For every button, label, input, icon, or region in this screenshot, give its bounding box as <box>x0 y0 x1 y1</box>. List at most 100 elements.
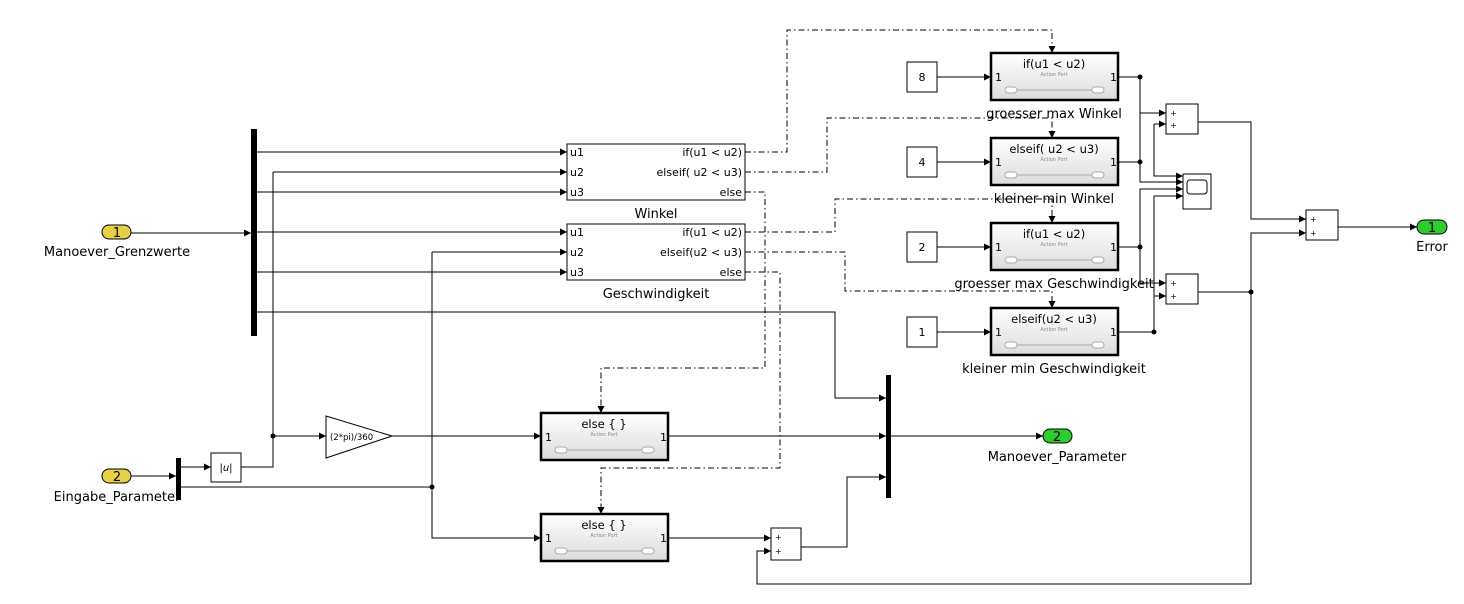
gain-value: (2*pi)/360 <box>330 433 373 443</box>
out-port-number: 1 <box>1110 326 1117 339</box>
connector-icon <box>1091 341 1105 349</box>
constant-1[interactable]: 1 <box>906 316 938 348</box>
connector-icon <box>1004 86 1018 94</box>
sign: + <box>1170 121 1177 130</box>
subsystem-title: if(u1 < u2) <box>1023 227 1085 241</box>
in-port-number: 1 <box>995 326 1002 339</box>
scope-block[interactable] <box>1182 173 1212 210</box>
input-label: u3 <box>570 266 584 279</box>
subsystem-name: kleiner min Winkel <box>994 192 1114 207</box>
sign: + <box>1310 215 1317 224</box>
subsystem-name: groesser max Geschwindigkeit <box>954 277 1153 292</box>
in-port-number: 1 <box>995 156 1002 169</box>
action-subsystem-groesser-max-winkel[interactable]: if(u1 < u2) Action Port 1 1 groesser max… <box>986 51 1122 122</box>
in-port-number: 1 <box>545 431 552 444</box>
abs-label: |u| <box>219 463 232 474</box>
input-label: u3 <box>570 186 584 199</box>
sign: + <box>775 547 782 556</box>
sum-block-error[interactable]: ++ <box>1305 209 1339 241</box>
constant-value: 2 <box>919 241 926 254</box>
subsystem-title: else { } <box>581 518 626 532</box>
action-port-label: Action Port <box>1040 327 1067 333</box>
output-label: if(u1 < u2) <box>682 146 742 159</box>
sum-block-geschwindigkeit[interactable]: ++ <box>1165 273 1199 305</box>
subsystem-title: elseif( u2 < u3) <box>1009 142 1098 156</box>
input-label: u1 <box>570 226 584 239</box>
sign: + <box>1170 109 1177 118</box>
action-subsystem-kleiner-min-winkel[interactable]: elseif( u2 < u3) Action Port 1 1 kleiner… <box>989 136 1120 207</box>
port-number: 1 <box>113 226 121 241</box>
input-label: u2 <box>570 246 584 259</box>
if-block-winkel[interactable]: u1 u2 u3 if(u1 < u2) elseif( u2 < u3) el… <box>566 143 746 222</box>
subsystem-name: groesser max Winkel <box>986 107 1122 122</box>
subsystem-name: kleiner min Geschwindigkeit <box>962 362 1146 377</box>
constant-4[interactable]: 4 <box>906 146 938 178</box>
connector-icon <box>641 446 655 454</box>
subsystem-title: if(u1 < u2) <box>1023 57 1085 71</box>
out-port-number: 1 <box>660 431 667 444</box>
abs-block[interactable]: |u| <box>210 452 242 483</box>
outport-manoever-parameter[interactable]: 2 Manoever_Parameter <box>988 428 1127 465</box>
port-label: Eingabe_Parameter <box>54 490 181 505</box>
output-label: else <box>720 186 743 199</box>
sum-block-parameter[interactable]: ++ <box>770 527 802 561</box>
out-port-number: 1 <box>1110 71 1117 84</box>
constant-value: 1 <box>919 326 926 339</box>
inport-manoever-grenzwerte[interactable]: 1 Manoever_Grenzwerte <box>44 224 190 260</box>
constant-2[interactable]: 2 <box>906 231 938 263</box>
action-port-label: Action Port <box>1040 157 1067 163</box>
outport-error[interactable]: 1 Error <box>1416 219 1448 255</box>
if-block-geschwindigkeit[interactable]: u1 u2 u3 if(u1 < u2) elseif(u2 < u3) els… <box>566 223 746 302</box>
signal-lines <box>131 73 1417 585</box>
gain-block[interactable]: (2*pi)/360 <box>325 415 394 459</box>
junctions <box>270 74 1254 490</box>
subsystem-title: else { } <box>581 417 626 431</box>
demux-bar-small[interactable] <box>176 458 181 500</box>
connector-icon <box>1004 171 1018 179</box>
output-label: if(u1 < u2) <box>682 226 742 239</box>
action-subsystem-groesser-max-geschwindigkeit[interactable]: if(u1 < u2) Action Port 1 1 groesser max… <box>954 221 1154 292</box>
connector-icon <box>554 446 568 454</box>
in-port-number: 1 <box>995 71 1002 84</box>
inport-eingabe-parameter[interactable]: 2 Eingabe_Parameter <box>54 468 181 505</box>
connector-icon <box>554 547 568 555</box>
action-subsystem-else-1[interactable]: else { } Action Port 1 1 <box>539 411 670 462</box>
action-port-label: Action Port <box>1040 242 1067 248</box>
action-port-label: Action Port <box>590 432 617 438</box>
constant-value: 4 <box>919 156 926 169</box>
out-port-number: 1 <box>1110 156 1117 169</box>
port-label: Error <box>1416 240 1448 255</box>
sum-block-winkel[interactable]: ++ <box>1165 103 1199 135</box>
port-number: 2 <box>113 470 121 485</box>
action-subsystem-kleiner-min-geschwindigkeit[interactable]: elseif(u2 < u3) Action Port 1 1 kleiner … <box>962 306 1146 377</box>
constant-value: 8 <box>919 71 926 84</box>
mux-bar[interactable] <box>886 375 891 498</box>
connector-icon <box>641 547 655 555</box>
output-label: elseif(u2 < u3) <box>660 246 742 259</box>
port-label: Manoever_Parameter <box>988 450 1127 465</box>
constant-blocks: 8 4 2 1 <box>906 61 938 348</box>
block-name: Geschwindigkeit <box>603 287 710 302</box>
sign: + <box>1170 292 1177 301</box>
port-label: Manoever_Grenzwerte <box>44 245 190 260</box>
sign: + <box>1170 279 1177 288</box>
in-port-number: 1 <box>995 241 1002 254</box>
scope-screen-icon <box>1186 179 1208 195</box>
input-label: u1 <box>570 146 584 159</box>
connector-icon <box>1004 256 1018 264</box>
action-lines <box>597 29 1056 514</box>
constant-8[interactable]: 8 <box>906 61 938 93</box>
subsystem-title: elseif(u2 < u3) <box>1011 312 1097 326</box>
out-port-number: 1 <box>660 532 667 545</box>
connector-icon <box>1091 256 1105 264</box>
connector-icon <box>1091 171 1105 179</box>
connector-icon <box>1004 341 1018 349</box>
in-port-number: 1 <box>545 532 552 545</box>
output-label: else <box>720 266 743 279</box>
demux-bar[interactable] <box>251 129 257 336</box>
action-port-label: Action Port <box>1040 72 1067 78</box>
action-subsystem-else-2[interactable]: else { } Action Port 1 1 <box>539 512 670 563</box>
sign: + <box>775 533 782 542</box>
connector-icon <box>1091 86 1105 94</box>
